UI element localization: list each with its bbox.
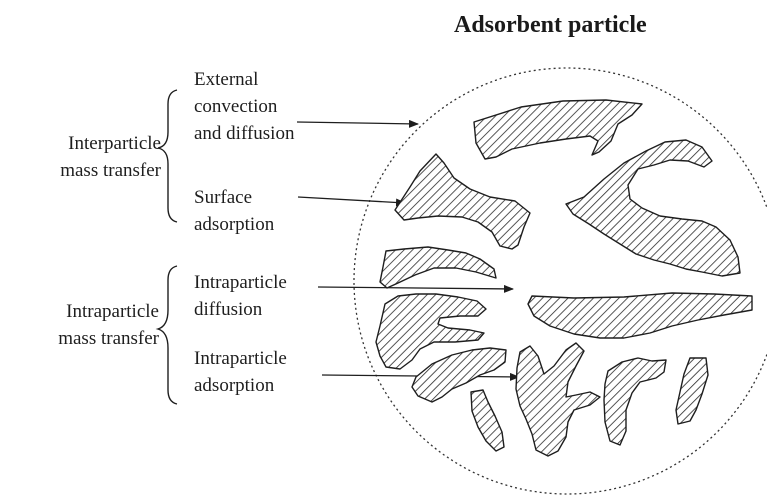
external-convection-arrow <box>297 122 418 124</box>
solid-grain <box>471 390 504 451</box>
solid-grain <box>412 348 506 402</box>
solid-grain <box>676 358 708 424</box>
solid-grain <box>516 343 600 456</box>
solid-grain <box>528 293 752 338</box>
solid-grain <box>380 247 496 288</box>
solid-grain <box>604 358 666 445</box>
interparticle-brace <box>158 90 177 222</box>
solid-grain <box>474 100 642 159</box>
solid-grain <box>566 140 740 276</box>
intraparticle-brace <box>158 266 177 404</box>
intraparticle-diffusion-arrow <box>318 287 513 289</box>
solid-grains <box>376 100 752 456</box>
solid-grain <box>395 154 530 249</box>
surface-adsorption-arrow <box>298 197 405 203</box>
